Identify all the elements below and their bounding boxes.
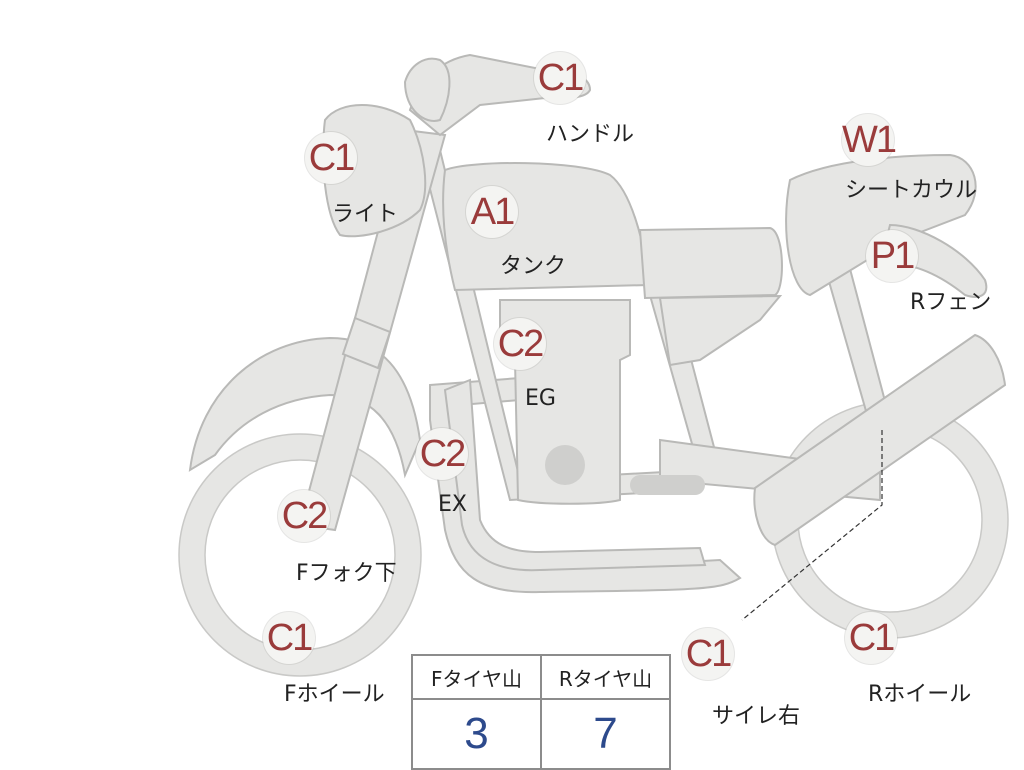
rear-tire-tread-header: Rタイヤ山: [540, 654, 671, 700]
table-value-row: 3 7: [411, 698, 671, 770]
rear-wheel-label: Rホイール: [868, 682, 972, 707]
engine-label: EG: [525, 386, 556, 411]
front-tire-tread-value: 3: [411, 698, 542, 770]
handle-code-badge: C1: [534, 52, 586, 104]
rear-fender-code-badge: P1: [866, 230, 918, 282]
tire-tread-table: Fタイヤ山 Rタイヤ山 3 7: [411, 654, 671, 770]
front-wheel-label: Fホイール: [284, 682, 385, 707]
front-wheel-code-badge: C1: [263, 612, 315, 664]
seat-cowl-label: シートカウル: [845, 178, 978, 203]
rear-fender-label: Rフェン: [910, 290, 992, 315]
rear-wheel-code-badge: C1: [845, 612, 897, 664]
engine-code-badge: C2: [494, 318, 546, 370]
tank-label: タンク: [500, 254, 567, 279]
front-wheel-shape: [179, 434, 421, 676]
exhaust-label: EX: [438, 492, 467, 517]
light-label: ライト: [332, 202, 399, 227]
tank-code-badge: A1: [466, 186, 518, 238]
table-header-row: Fタイヤ山 Rタイヤ山: [411, 654, 671, 700]
exhaust-code-badge: C2: [416, 428, 468, 480]
seat-shape: [638, 226, 783, 300]
muffler-right-code-badge: C1: [682, 628, 734, 680]
front-fork-label: Fフォク下: [296, 561, 397, 586]
light-code-badge: C1: [305, 132, 357, 184]
front-tire-tread-header: Fタイヤ山: [411, 654, 542, 700]
handle-label: ハンドル: [546, 122, 635, 147]
muffler-right-label: サイレ右: [712, 704, 801, 729]
rear-tire-tread-value: 7: [540, 698, 671, 770]
muffler-shape: [753, 333, 1007, 547]
seat-cowl-code-badge: W1: [842, 114, 897, 166]
front-fork-code-badge: C2: [278, 490, 330, 542]
